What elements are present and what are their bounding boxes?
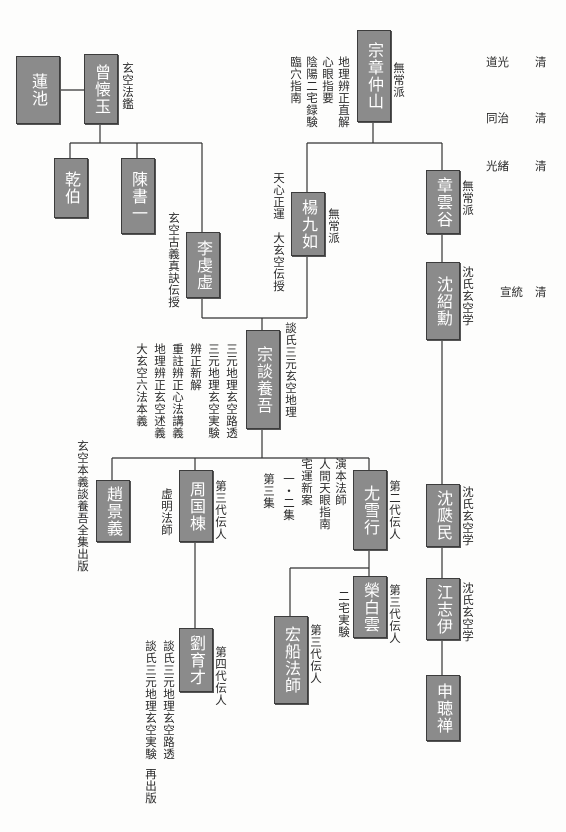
note-you-works5: 第三集 — [262, 473, 276, 509]
person-shen-shaoxun: 沈紹勳 — [426, 262, 460, 340]
note-shen-sx-school: 沈氏玄空学 — [461, 266, 475, 326]
note-tan-works3: 辨正新解 — [189, 343, 203, 391]
person-lianchi-name: 蓮池 — [29, 73, 48, 107]
person-shen-zhimin: 沈瓞民 — [426, 484, 460, 547]
note-zeng-book: 玄空法鑑 — [121, 62, 135, 110]
era-guangxu-name: 光緒 — [486, 159, 509, 173]
note-yang-school: 無常派 — [327, 208, 341, 244]
note-jiang-school: 沈氏玄空学 — [461, 582, 475, 642]
person-zhang-yungu: 章雲谷 — [426, 170, 460, 234]
person-rong-name: 榮白雲 — [361, 581, 380, 633]
person-yang-name: 楊九如 — [299, 198, 318, 250]
person-zhao: 趙景義 — [96, 480, 130, 542]
note-zhao-book: 玄空本義談養吾全集出版 — [76, 440, 90, 572]
person-zhang-yungu-name: 章雲谷 — [434, 176, 453, 228]
note-hong-gen: 第三代伝人 — [309, 624, 323, 684]
person-zhang-zhongshan: 宗章仲山 — [357, 30, 391, 122]
note-zhang-zs-book3: 陰陽二宅録験 — [305, 56, 319, 128]
note-tan-works1: 三元地理玄空路透 — [225, 343, 239, 439]
person-you-name: 尢雪行 — [361, 484, 380, 536]
person-rong: 榮白雲 — [353, 576, 387, 638]
note-zhang-zs-book1: 地理辨正直解 — [337, 56, 351, 128]
note-you-works4: 一・二集 — [282, 473, 296, 521]
note-tan-works5: 地理辨正玄空述義 — [153, 343, 167, 439]
era-xuantong-name: 宣統 — [500, 285, 523, 299]
note-rong-gen: 第三代伝人 — [388, 584, 402, 644]
person-shen-shaoxun-name: 沈紹勳 — [434, 275, 453, 327]
note-liu-gen: 第四代伝人 — [214, 646, 228, 706]
note-tan-works6: 大玄空六法本義 — [135, 343, 149, 427]
person-jiang-name: 江志伊 — [434, 583, 453, 635]
note-rong-book: 二宅実験 — [337, 590, 351, 638]
note-zhang-zs-book4: 臨穴指南 — [289, 56, 303, 104]
note-zhou-master: 虚明法師 — [160, 488, 174, 536]
person-hong: 宏船法師 — [274, 616, 308, 704]
note-you-works2: 人間天眼指南 — [318, 458, 332, 530]
person-zhang-zhongshan-name: 宗章仲山 — [365, 42, 384, 110]
person-li: 李虔虚 — [186, 232, 220, 298]
person-shen-tingchan: 申聴禅 — [426, 675, 460, 741]
person-qianbo: 乾伯 — [54, 158, 88, 218]
person-tan-name: 宗談養吾 — [254, 345, 273, 414]
person-hong-name: 宏船法師 — [282, 626, 301, 694]
era-xuantong-dynasty: 清 — [535, 285, 547, 299]
note-tan-book: 談氏三元玄空地理 — [284, 322, 298, 418]
era-guangxu-dynasty: 清 — [535, 159, 547, 173]
note-li-book: 玄空古義真訣伝授 — [167, 212, 181, 308]
note-yang-book2: 大玄空伝授 — [272, 232, 286, 292]
person-you: 尢雪行 — [353, 470, 387, 550]
note-shen-zm-school: 沈氏玄空学 — [461, 486, 475, 546]
era-tongzhi-dynasty: 清 — [535, 111, 547, 125]
person-zeng-name: 曾懐玉 — [92, 63, 111, 115]
era-daoguang-name: 道光 — [486, 55, 509, 69]
note-tan-works2: 三元地理玄空実験 — [207, 343, 221, 439]
person-zeng: 曾懐玉 — [84, 54, 118, 124]
person-zhou: 周国棟 — [179, 470, 213, 542]
person-shen-tingchan-name: 申聴禅 — [434, 682, 453, 734]
note-you-works1: 演本法師 — [334, 458, 348, 506]
person-qianbo-name: 乾伯 — [62, 171, 81, 205]
era-daoguang-dynasty: 清 — [535, 55, 547, 69]
person-lianchi: 蓮池 — [16, 56, 60, 124]
note-liu-book2: 談氏三元地理玄空実験 — [144, 640, 158, 760]
person-yang: 楊九如 — [291, 192, 325, 256]
person-li-name: 李虔虚 — [194, 239, 213, 291]
note-tan-works4: 重註辨正心法講義 — [171, 343, 185, 439]
note-you-gen: 第二代伝人 — [388, 480, 402, 540]
person-liu-name: 劉育才 — [187, 634, 206, 686]
person-zhao-name: 趙景義 — [104, 485, 123, 537]
note-you-works3: 宅運新案 — [300, 458, 314, 506]
person-liu: 劉育才 — [179, 628, 213, 692]
note-liu-book3: 再出版 — [144, 768, 158, 804]
person-shen-zhimin-name: 沈瓞民 — [434, 490, 453, 541]
note-zhang-zs-book2: 心眼指要 — [321, 56, 335, 104]
note-yang-book1: 天心正運 — [272, 172, 286, 220]
note-zhang-yg-school: 無常派 — [461, 180, 475, 216]
person-chen-name: 陳書一 — [129, 170, 148, 222]
person-zhou-name: 周国棟 — [187, 480, 206, 532]
era-tongzhi-name: 同治 — [486, 111, 509, 125]
note-liu-book1: 談氏三元地理玄空路透 — [162, 640, 176, 760]
note-zhou-gen: 第三代伝人 — [214, 480, 228, 540]
person-tan: 宗談養吾 — [246, 330, 280, 429]
person-jiang: 江志伊 — [426, 578, 460, 640]
person-chen: 陳書一 — [121, 158, 155, 234]
note-zhang-zs-school: 無常派 — [392, 62, 406, 98]
